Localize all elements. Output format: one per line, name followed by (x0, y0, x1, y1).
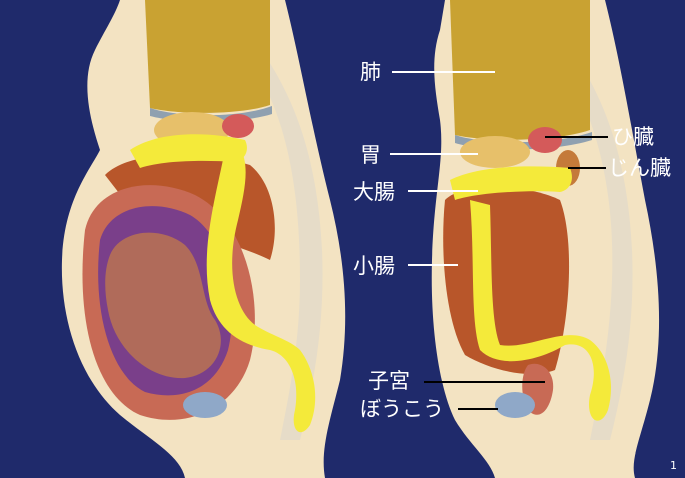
right-bladder (495, 392, 535, 418)
label-spleen: ひ臓 (612, 125, 654, 149)
label-uterus: 子宮 (368, 369, 410, 393)
leader-line-small-intestine (408, 264, 458, 266)
page-number: 1 (670, 459, 677, 472)
right-stomach (460, 136, 530, 168)
leader-line-large-intestine (408, 190, 478, 192)
right-lung (450, 0, 590, 140)
right-spleen (528, 127, 562, 153)
leader-line-lung (392, 71, 495, 73)
left-figure-pregnant (62, 0, 345, 478)
label-large-intestine: 大腸 (353, 180, 395, 204)
leader-line-stomach (390, 153, 478, 155)
label-bladder: ぼうこう (360, 397, 444, 421)
leader-line-bladder (458, 408, 498, 410)
label-stomach: 胃 (360, 143, 381, 167)
label-kidney: じん臓 (608, 156, 671, 180)
left-spleen (222, 114, 254, 138)
left-lung (145, 0, 270, 113)
leader-line-kidney (568, 167, 606, 169)
leader-line-uterus (424, 381, 545, 383)
label-lung: 肺 (360, 60, 381, 84)
leader-line-spleen (545, 136, 608, 138)
label-small-intestine: 小腸 (353, 254, 395, 278)
left-bladder (183, 392, 227, 418)
